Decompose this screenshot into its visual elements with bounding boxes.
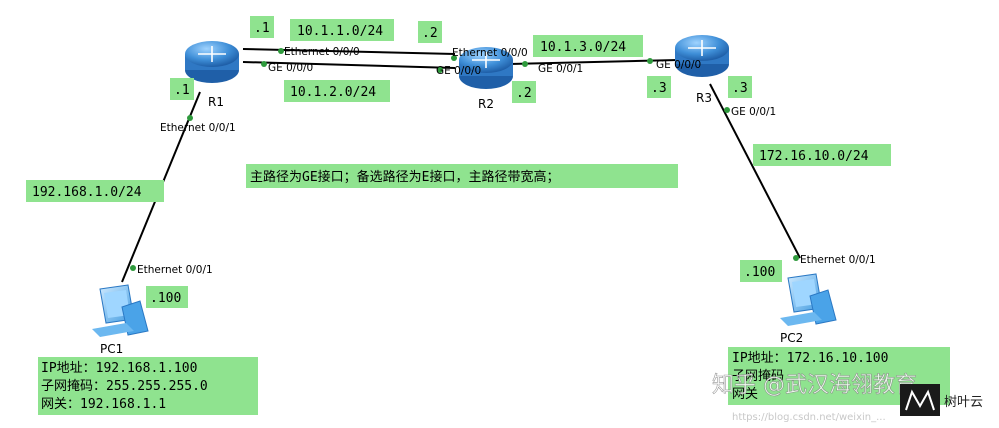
pc2-mask: 子网掩码	[732, 369, 784, 384]
watermark-csdn: https://blog.csdn.net/weixin_...	[732, 412, 886, 423]
links	[121, 48, 801, 283]
host-id-labels: .1 .1 .2 .2 .3 .3 .100 .100	[146, 16, 782, 308]
pc-icon	[92, 284, 149, 337]
host-id-r3-ge0: .3	[651, 81, 667, 96]
network-label-r1pc1: 192.168.1.0/24	[32, 185, 142, 200]
router-icon	[688, 40, 716, 56]
port-dot	[793, 255, 799, 261]
router-r1-label: R1	[208, 95, 224, 109]
router-icon	[198, 46, 226, 62]
brand-name: 树叶云	[944, 395, 983, 410]
port-dot	[647, 58, 653, 64]
port-label: Ethernet 0/0/0	[284, 46, 360, 58]
port-label: Ethernet 0/0/1	[137, 264, 213, 276]
host-id-pc2: .100	[744, 265, 775, 280]
port-dot	[187, 115, 193, 121]
port-label: GE 0/0/1	[731, 106, 776, 118]
path-note-text: 主路径为GE接口；备选路径为E接口，主路径带宽高；	[250, 169, 559, 185]
link-r3-pc2	[709, 83, 801, 259]
host-id-r3-ge1: .3	[732, 81, 748, 96]
pc-1-label: PC1	[100, 342, 123, 356]
port-label: Ethernet 0/0/0	[452, 47, 528, 59]
network-label-r2r3: 10.1.3.0/24	[540, 40, 626, 55]
network-labels: 10.1.1.0/24 10.1.2.0/24 10.1.3.0/24 192.…	[26, 19, 891, 202]
port-dot	[724, 107, 730, 113]
pc1-gateway: 网关：192.168.1.1	[41, 397, 166, 412]
port-label: Ethernet 0/0/1	[800, 254, 876, 266]
port-label: GE 0/0/0	[656, 59, 701, 71]
port-label: Ethernet 0/0/1	[160, 122, 236, 134]
leaf-icon	[905, 389, 935, 411]
pc-icon	[780, 273, 837, 326]
port-dot	[130, 265, 136, 271]
host-id-r2-ge: .2	[516, 86, 532, 101]
pc1-mask: 子网掩码：255.255.255.0	[41, 379, 208, 394]
router-r2-label: R2	[478, 97, 494, 111]
host-id-r2-eth: .2	[422, 26, 438, 41]
port-label: GE 0/0/0	[268, 62, 313, 74]
pc-1[interactable]: PC1	[92, 284, 149, 356]
pc-2-label: PC2	[780, 331, 803, 345]
watermark-zhihu: 知乎 @武汉海翎教育	[712, 373, 917, 398]
host-id-r1-ge: .1	[174, 83, 190, 98]
host-id-pc1: .100	[150, 291, 181, 306]
port-dots	[130, 48, 799, 271]
pc1-ip: IP地址：192.168.1.100	[41, 361, 197, 376]
port-dot	[437, 67, 443, 73]
router-icon	[472, 52, 500, 68]
network-label-r3pc2: 172.16.10.0/24	[759, 149, 869, 164]
port-label: GE 0/0/0	[436, 65, 481, 77]
port-label: GE 0/0/1	[538, 63, 583, 75]
pc2-gateway: 网关	[732, 387, 758, 402]
port-dot	[278, 48, 284, 54]
network-label-r1r2-eth: 10.1.1.0/24	[297, 24, 383, 39]
watermark: 知乎 @武汉海翎教育 https://blog.csdn.net/weixin_…	[712, 373, 983, 423]
brand-logo	[900, 384, 940, 416]
host-id-r1-eth: .1	[254, 21, 270, 36]
network-label-r1r2-ge: 10.1.2.0/24	[290, 85, 376, 100]
path-note: 主路径为GE接口；备选路径为E接口，主路径带宽高；	[246, 164, 678, 188]
router-r1[interactable]: R1	[185, 41, 239, 109]
link-r1-r2-ge	[242, 61, 456, 69]
router-r2[interactable]: R2	[459, 47, 513, 111]
router-r3-label: R3	[696, 91, 712, 105]
pc2-ip: IP地址：172.16.10.100	[732, 351, 888, 366]
port-dot	[261, 61, 267, 67]
router-r3[interactable]: R3	[675, 35, 729, 105]
pc-2[interactable]: PC2	[780, 273, 837, 345]
port-dot	[522, 61, 528, 67]
port-dot	[451, 55, 457, 61]
pc1-info-box: IP地址：192.168.1.100 子网掩码：255.255.255.0 网关…	[38, 357, 258, 415]
port-labels: Ethernet 0/0/0 GE 0/0/0 Ethernet 0/0/0 G…	[137, 46, 876, 276]
